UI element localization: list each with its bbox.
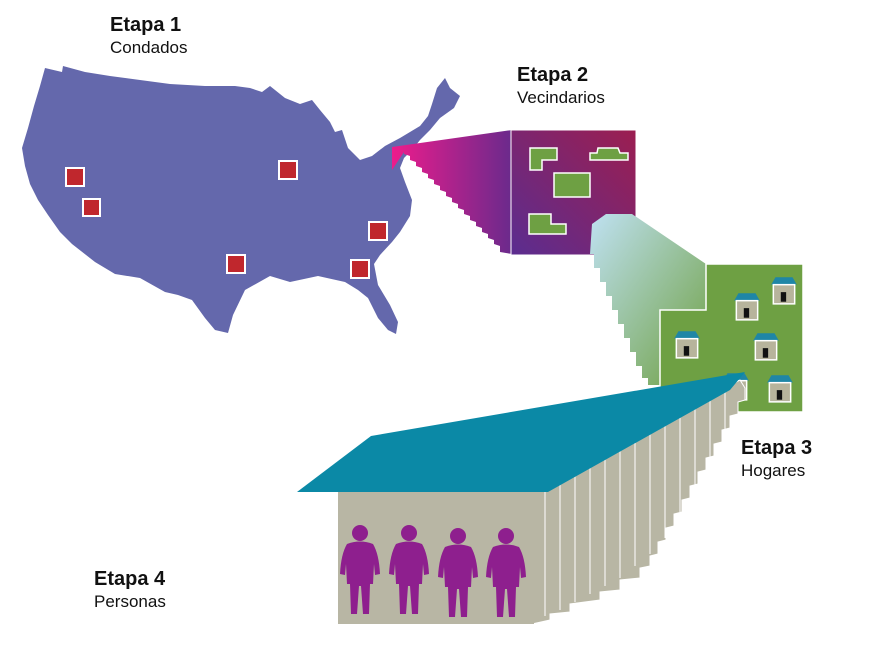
stage-subtitle: Personas: [94, 592, 166, 611]
house-icon: [770, 276, 798, 305]
house-icon: [733, 292, 761, 321]
stage-4-label: Etapa 4 Personas: [94, 567, 166, 613]
stage-title: Etapa 1: [110, 14, 182, 36]
stage-subtitle: Vecindarios: [517, 88, 605, 107]
county-marker-icon: [226, 254, 246, 274]
lot-icon: [589, 147, 629, 161]
stage-1-label: Etapa 1 Condados: [110, 13, 188, 59]
stage-title: Etapa 3: [741, 437, 813, 459]
zoom-beam-3: [531, 379, 746, 625]
stage-3-label: Etapa 3 Hogares: [741, 436, 812, 482]
county-marker-icon: [65, 167, 85, 187]
house-icon: [673, 330, 701, 359]
lot-icon: [553, 172, 591, 198]
county-marker-icon: [82, 198, 101, 217]
county-marker-icon: [368, 221, 388, 241]
county-marker-icon: [278, 160, 298, 180]
stage-title: Etapa 4: [94, 568, 166, 590]
lot-icon: [529, 147, 558, 171]
stage-2-label: Etapa 2 Vecindarios: [517, 63, 605, 109]
house-icon: [752, 332, 780, 361]
people-roof: [297, 372, 745, 492]
zoom-beam-1: [392, 130, 512, 254]
stage-title: Etapa 2: [517, 64, 589, 86]
zoom-beam-2: [590, 214, 706, 385]
slice-lines: [544, 392, 726, 616]
stage-subtitle: Hogares: [741, 461, 806, 480]
stage-subtitle: Condados: [110, 38, 188, 57]
lot-icon: [528, 213, 567, 235]
county-marker-icon: [350, 259, 370, 279]
house-icon: [766, 374, 794, 403]
